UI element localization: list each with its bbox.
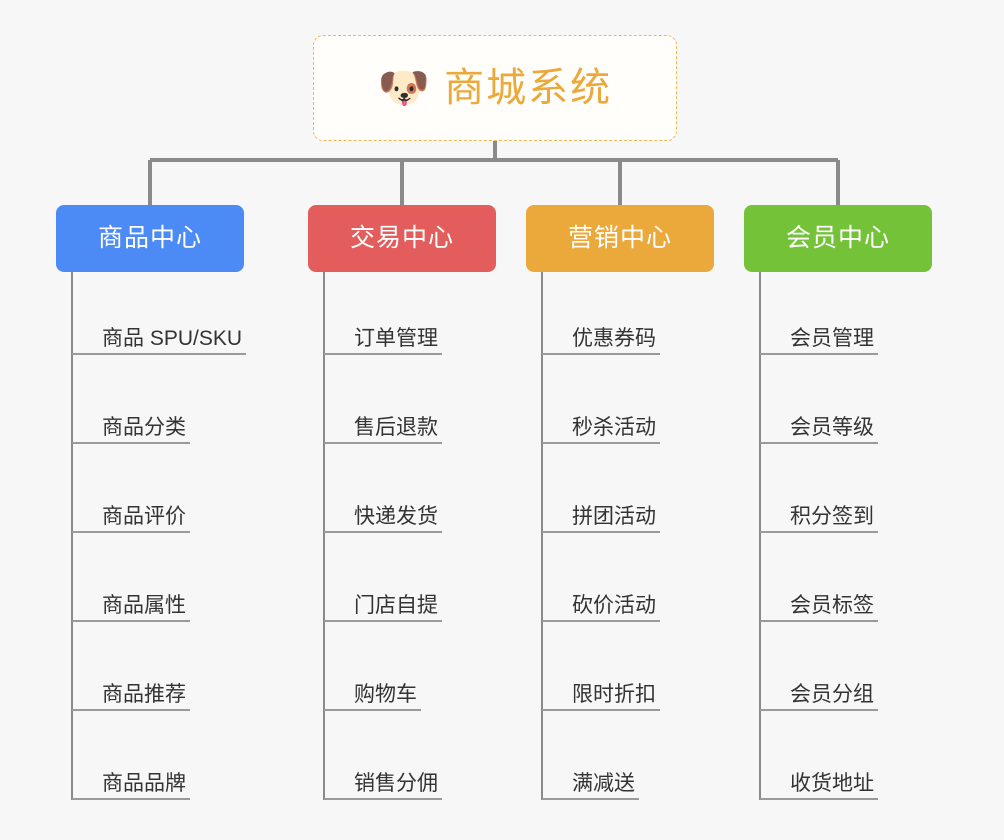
leaf-item-underline <box>542 709 660 711</box>
leaf-item-underline <box>760 709 878 711</box>
leaf-item[interactable]: 销售分佣 <box>324 717 554 806</box>
leaf-item-label: 会员分组 <box>790 682 874 706</box>
leaf-item-label: 拼团活动 <box>572 504 656 528</box>
leaf-item[interactable]: 商品推荐 <box>72 628 302 717</box>
leaf-column-trade-center: 订单管理售后退款快递发货门店自提购物车销售分佣 <box>324 272 554 806</box>
leaf-item-underline <box>542 531 660 533</box>
root-title: 商城系统 <box>444 66 613 110</box>
leaf-item-underline <box>72 353 246 355</box>
leaf-item-underline <box>324 353 442 355</box>
leaf-item-label: 商品评价 <box>102 504 186 528</box>
category-label: 交易中心 <box>349 224 454 252</box>
leaf-item-label: 会员管理 <box>790 326 874 350</box>
leaf-item[interactable]: 会员标签 <box>760 539 990 628</box>
leaf-item[interactable]: 限时折扣 <box>542 628 772 717</box>
leaf-item[interactable]: 门店自提 <box>324 539 554 628</box>
leaf-item-label: 秒杀活动 <box>572 415 656 439</box>
leaf-column-product-center: 商品 SPU/SKU 商品分类商品评价商品属性商品推荐商品品牌 <box>72 272 302 806</box>
leaf-item[interactable]: 商品 SPU/SKU <box>72 272 302 361</box>
leaf-item-label: 限时折扣 <box>572 682 656 706</box>
leaf-item-label: 售后退款 <box>354 415 438 439</box>
leaf-item[interactable]: 秒杀活动 <box>542 361 772 450</box>
leaf-item-underline <box>542 442 660 444</box>
category-label: 营销中心 <box>567 224 672 252</box>
leaf-item[interactable]: 售后退款 <box>324 361 554 450</box>
leaf-item-underline <box>760 531 878 533</box>
leaf-item[interactable]: 商品属性 <box>72 539 302 628</box>
leaf-item-underline <box>324 798 442 800</box>
leaf-item[interactable]: 会员管理 <box>760 272 990 361</box>
leaf-item-label: 会员等级 <box>790 415 874 439</box>
leaf-item[interactable]: 满减送 <box>542 717 772 806</box>
leaf-item-label: 购物车 <box>354 682 417 706</box>
leaf-item[interactable]: 订单管理 <box>324 272 554 361</box>
leaf-item-underline <box>542 620 660 622</box>
leaf-item[interactable]: 会员等级 <box>760 361 990 450</box>
leaf-item-underline <box>760 353 878 355</box>
leaf-item[interactable]: 拼团活动 <box>542 450 772 539</box>
leaf-item-underline <box>324 531 442 533</box>
leaf-item-underline <box>324 620 442 622</box>
leaf-item-underline <box>72 798 190 800</box>
leaf-item[interactable]: 收货地址 <box>760 717 990 806</box>
category-box-product-center[interactable]: 商品中心 <box>56 205 244 272</box>
leaf-item-label: 订单管理 <box>354 326 438 350</box>
leaf-item-underline <box>72 709 190 711</box>
leaf-item[interactable]: 会员分组 <box>760 628 990 717</box>
leaf-item[interactable]: 快递发货 <box>324 450 554 539</box>
leaf-item[interactable]: 砍价活动 <box>542 539 772 628</box>
leaf-item-underline <box>72 442 190 444</box>
root-node[interactable]: 🐶 商城系统 <box>313 35 677 141</box>
leaf-item-underline <box>542 798 639 800</box>
leaf-item-label: 商品属性 <box>102 593 186 617</box>
leaf-item-label: 商品品牌 <box>102 771 186 795</box>
leaf-item-underline <box>324 709 421 711</box>
category-box-trade-center[interactable]: 交易中心 <box>308 205 496 272</box>
leaf-item-label: 快递发货 <box>354 504 438 528</box>
leaf-item-underline <box>760 798 878 800</box>
leaf-item-underline <box>760 620 878 622</box>
leaf-item-label: 优惠券码 <box>572 326 656 350</box>
leaf-item-label: 门店自提 <box>354 593 438 617</box>
category-box-marketing-center[interactable]: 营销中心 <box>526 205 714 272</box>
shiba-dog-face-icon: 🐶 <box>377 64 431 111</box>
leaf-item-label: 商品 SPU/SKU <box>102 326 243 350</box>
leaf-column-marketing-center: 优惠券码秒杀活动拼团活动砍价活动限时折扣满减送 <box>542 272 772 806</box>
leaf-item-label: 砍价活动 <box>572 593 656 617</box>
leaf-item-underline <box>542 353 660 355</box>
leaf-item[interactable]: 购物车 <box>324 628 554 717</box>
leaf-column-member-center: 会员管理会员等级积分签到会员标签会员分组收货地址 <box>760 272 990 806</box>
leaf-item-label: 会员标签 <box>790 593 874 617</box>
leaf-item-label: 商品分类 <box>102 415 186 439</box>
leaf-item[interactable]: 商品品牌 <box>72 717 302 806</box>
leaf-item-label: 满减送 <box>572 771 635 795</box>
leaf-item-label: 商品推荐 <box>102 682 186 706</box>
leaf-item-label: 积分签到 <box>790 504 874 528</box>
leaf-item-underline <box>72 531 190 533</box>
category-box-member-center[interactable]: 会员中心 <box>744 205 932 272</box>
leaf-item[interactable]: 商品评价 <box>72 450 302 539</box>
leaf-item-label: 收货地址 <box>790 771 874 795</box>
leaf-item-underline <box>760 442 878 444</box>
leaf-item-label: 销售分佣 <box>354 771 438 795</box>
leaf-item[interactable]: 商品分类 <box>72 361 302 450</box>
leaf-item[interactable]: 积分签到 <box>760 450 990 539</box>
leaf-item-underline <box>324 442 442 444</box>
leaf-item-underline <box>72 620 190 622</box>
category-label: 商品中心 <box>97 224 202 252</box>
leaf-item[interactable]: 优惠券码 <box>542 272 772 361</box>
category-label: 会员中心 <box>785 224 890 252</box>
